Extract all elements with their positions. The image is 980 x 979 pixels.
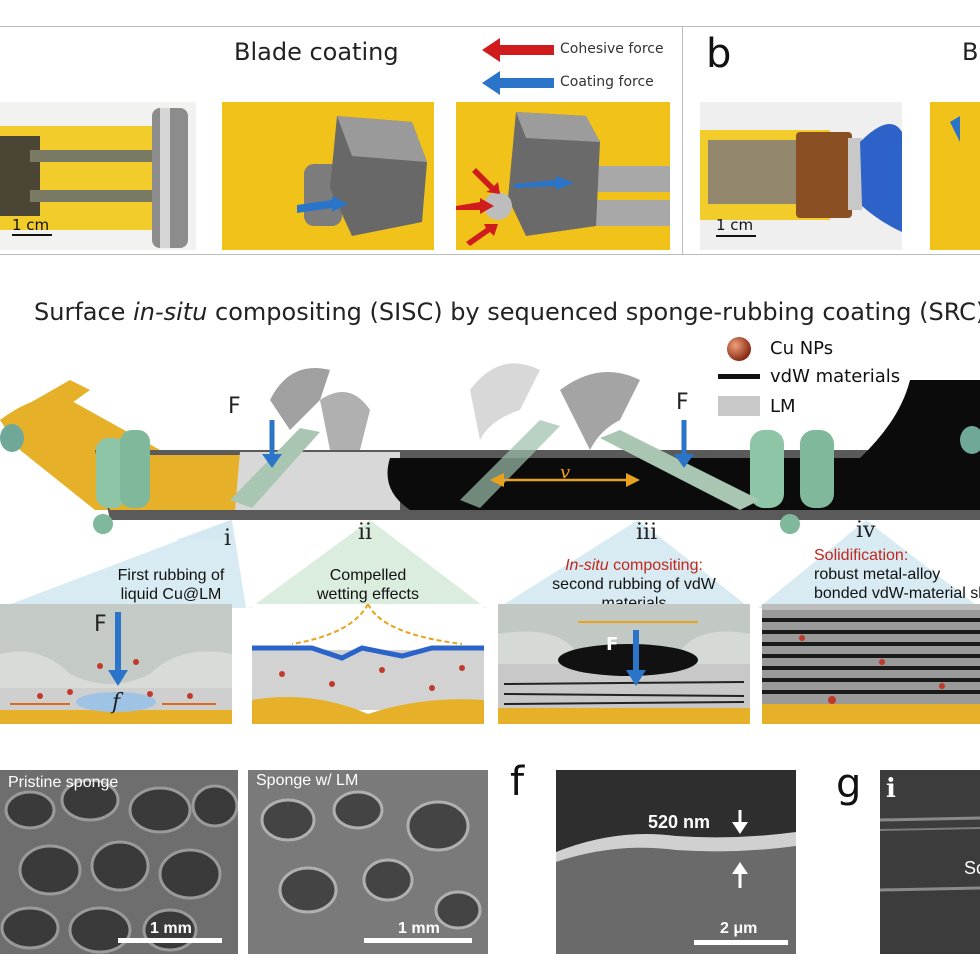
sem-g-image: i Sc	[880, 770, 980, 954]
step-cones	[0, 520, 980, 608]
sem-scale-3: 2 μm	[720, 920, 758, 937]
sem-scale-2: 1 mm	[398, 920, 440, 937]
sem-g-fragment: Sc	[964, 858, 980, 878]
inset-solidification	[762, 604, 980, 724]
inset-force-label: F	[94, 612, 107, 637]
step-num-ii: ii	[358, 520, 373, 545]
blade-coating-photo-1: 1 cm	[0, 102, 196, 250]
legend-lm: LM	[770, 396, 796, 417]
sem-pristine-sponge: Pristine sponge 1 mm	[0, 770, 238, 954]
sem-lm-label: Sponge w/ LM	[256, 772, 359, 789]
brush-coating-photo-2	[930, 102, 980, 250]
scale-bar-label-b: 1 cm	[716, 216, 754, 234]
force-label-1: F	[228, 394, 241, 419]
panel-b-title-fragment: B	[962, 38, 979, 66]
conveyor-schematic	[0, 363, 980, 540]
inset-wetting	[252, 604, 484, 724]
force-label-2: F	[676, 390, 689, 415]
panel-letter-b: b	[706, 31, 732, 77]
step-num-iii: iii	[636, 520, 658, 545]
sem-scale-1: 1 mm	[150, 920, 192, 937]
sem-pristine-label: Pristine sponge	[8, 774, 119, 791]
thickness-label: 520 nm	[648, 812, 711, 832]
inset-first-rubbing: F f	[0, 604, 232, 724]
step-num-i: i	[224, 526, 232, 551]
sisc-title: Surface in-situ compositing (SISC) by se…	[34, 298, 980, 326]
panel-divider	[682, 26, 683, 254]
legend-vdw: vdW materials	[770, 366, 901, 387]
scale-bar-label: 1 cm	[12, 216, 50, 234]
cu-np-icon	[727, 337, 751, 361]
step-num-iv: iv	[856, 518, 876, 543]
inset-friction-label: f	[112, 690, 121, 715]
red-arrow-icon	[482, 38, 554, 62]
legend-cu-nps: Cu NPs	[770, 338, 834, 359]
blue-arrow-icon	[482, 71, 554, 95]
velocity-label: v	[560, 462, 571, 483]
panel-letter-f: f	[510, 759, 525, 805]
sem-g-sublabel: i	[886, 774, 896, 804]
blade-coating-photo-3	[456, 102, 670, 250]
sem-sponge-lm: Sponge w/ LM 1 mm	[248, 770, 488, 954]
top-border	[0, 26, 980, 27]
section-divider	[0, 254, 980, 255]
inset-force-label-iii: F	[606, 634, 619, 655]
coating-force-label: Coating force	[560, 74, 654, 90]
panel-letter-g: g	[836, 761, 862, 807]
vdw-line-icon	[718, 374, 760, 379]
inset-in-situ-compositing: F	[498, 604, 750, 724]
sem-cross-section: 520 nm 2 μm	[556, 770, 796, 954]
lm-box-icon	[718, 396, 760, 416]
cohesive-force-label: Cohesive force	[560, 41, 664, 57]
blade-coating-photo-2	[222, 102, 434, 250]
blade-coating-title: Blade coating	[234, 38, 399, 66]
brush-coating-photo: 1 cm	[700, 102, 902, 250]
